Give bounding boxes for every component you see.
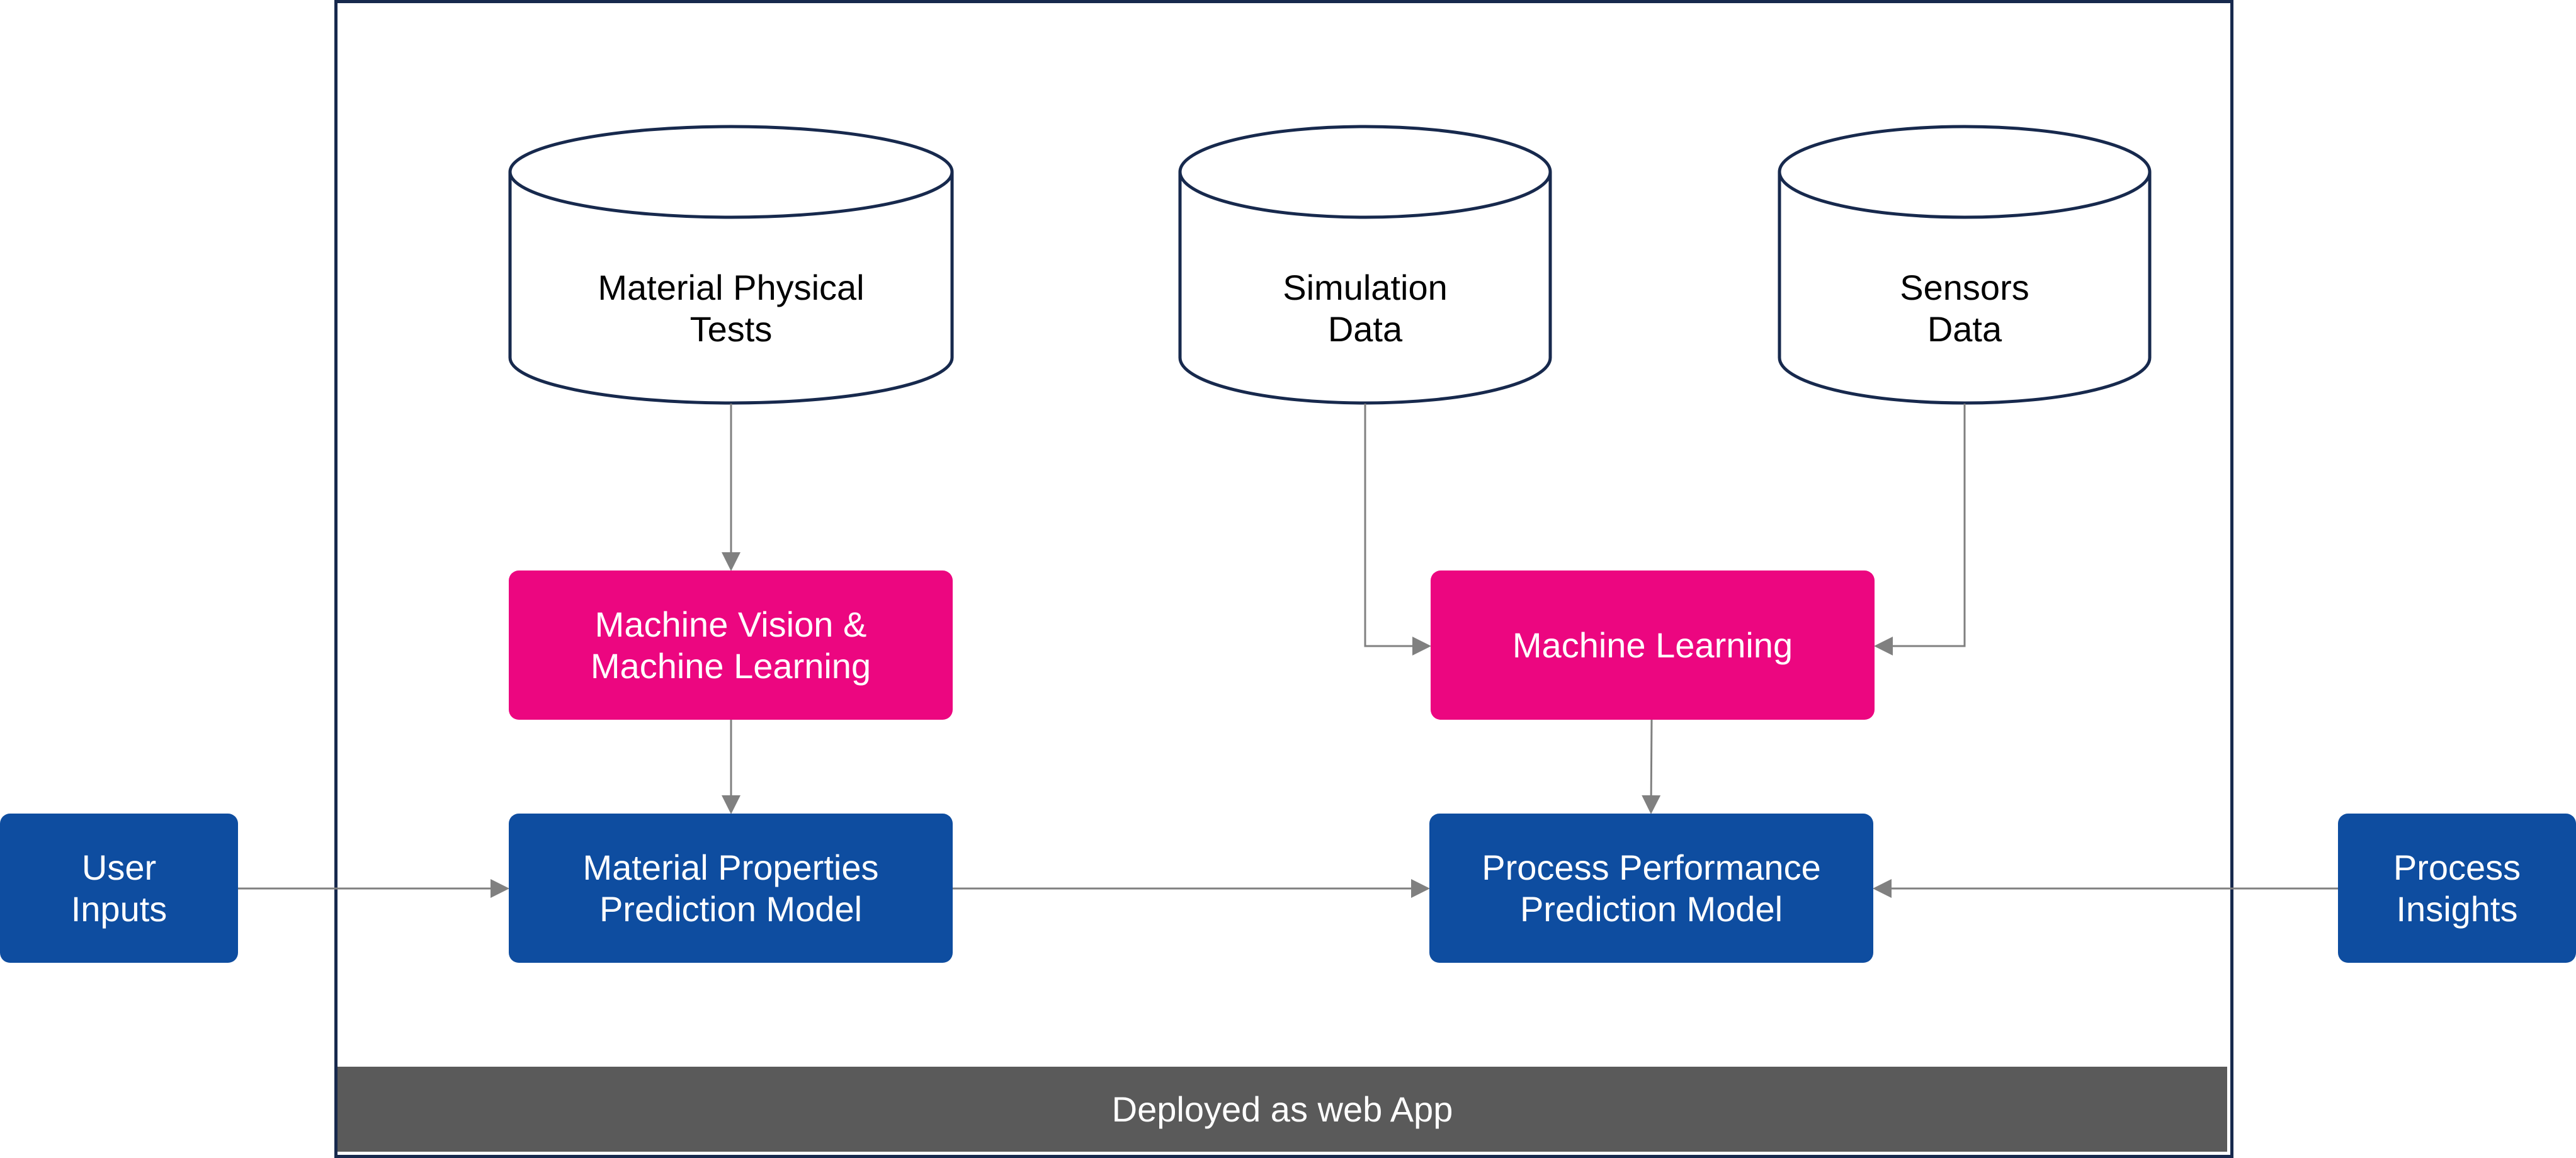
data-source-material-tests-label: Material Physical Tests <box>598 268 865 349</box>
process-performance-model-node[interactable]: Process Performance Prediction Model <box>1429 814 1873 963</box>
arrow-ml-to-process-model <box>1642 719 1661 814</box>
machine-vision-ml-node[interactable]: Machine Vision & Machine Learning <box>509 570 953 720</box>
deployment-banner: Deployed as web App <box>338 1067 2227 1152</box>
arrow-sensors-to-ml <box>1874 404 1966 656</box>
database-cylinder-sensors <box>1778 125 2152 405</box>
data-source-simulation-label: Simulation Data <box>1283 268 1448 349</box>
user-inputs-node[interactable]: User Inputs <box>0 814 238 963</box>
machine-learning-node[interactable]: Machine Learning <box>1431 570 1875 720</box>
material-properties-model-node[interactable]: Material Properties Prediction Model <box>509 814 953 963</box>
data-source-sensors-label: Sensors Data <box>1900 268 2029 349</box>
database-cylinder-material-tests <box>508 125 954 405</box>
process-insights-node[interactable]: Process Insights <box>2338 814 2576 963</box>
database-cylinder-simulation <box>1178 125 1552 405</box>
arrow-simulation-to-ml <box>1364 404 1431 656</box>
